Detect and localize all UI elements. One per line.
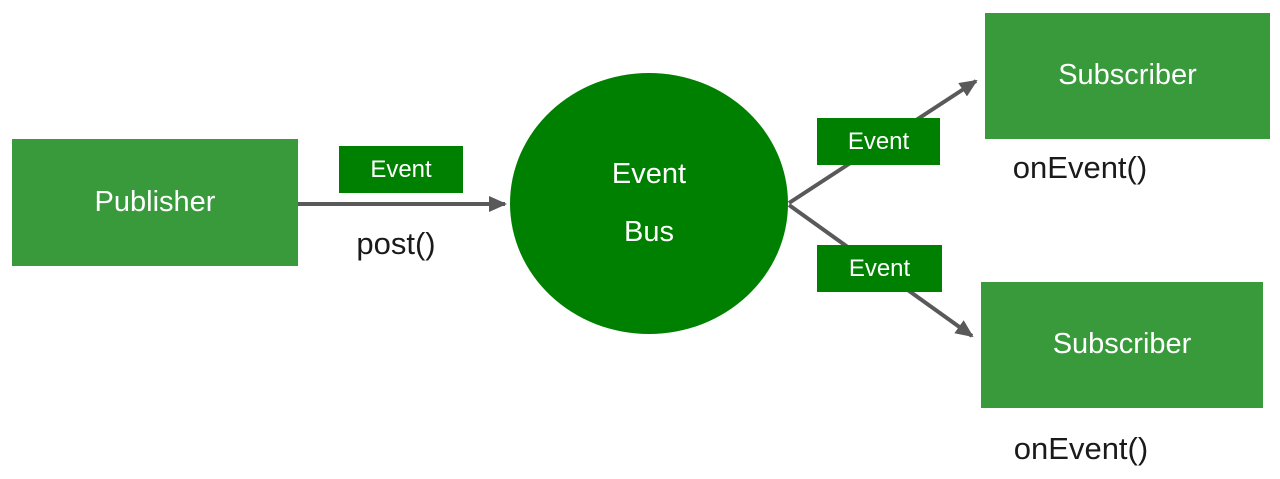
event-badge-deliver-top-label: Event: [847, 127, 910, 155]
publisher-node: Publisher: [12, 139, 298, 266]
event-badge-publish: Event: [339, 146, 463, 193]
subscriber-top-label: Subscriber: [1058, 59, 1197, 92]
event-badge-deliver-bottom: Event: [817, 245, 942, 292]
subscriber-bottom-node: Subscriber: [981, 282, 1263, 408]
subscriber-bottom-label: Subscriber: [1052, 328, 1192, 361]
event-bus-node: Event Bus: [510, 73, 788, 334]
event-bus-label-line2: Bus: [624, 215, 674, 248]
onevent-top-method-label: onEvent(): [1012, 150, 1148, 185]
event-bus-label-line1: Event: [611, 157, 687, 190]
publisher-label: Publisher: [94, 185, 216, 218]
event-badge-deliver-bottom-label: Event: [848, 254, 911, 282]
onevent-bottom-method-label: onEvent(): [1013, 431, 1149, 466]
event-badge-deliver-top: Event: [817, 118, 940, 165]
event-badge-publish-label: Event: [370, 155, 432, 183]
subscriber-top-node: Subscriber: [985, 13, 1270, 139]
post-method-label: post(): [356, 226, 436, 261]
